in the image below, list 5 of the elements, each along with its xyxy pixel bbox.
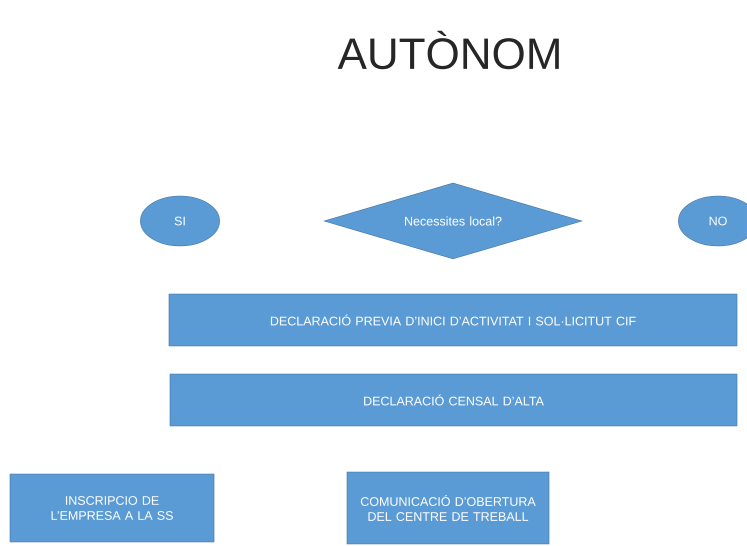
- process-box: INSCRIPCIO DE L’EMPRESA A LA SS: [10, 474, 214, 542]
- process-box: DECLARACIÓ PREVIA D’INICI D’ACTIVITAT I SOL·LICITUT CIF: [168, 294, 738, 346]
- process-box: COMUNICACIÓ D’OBERTURA DEL CENTRE DE TREBALL: [346, 472, 550, 544]
- process-box: DECLARACIÓ CENSAL D’ALTA: [170, 374, 738, 426]
- title: AUTÒNOM: [338, 30, 559, 70]
